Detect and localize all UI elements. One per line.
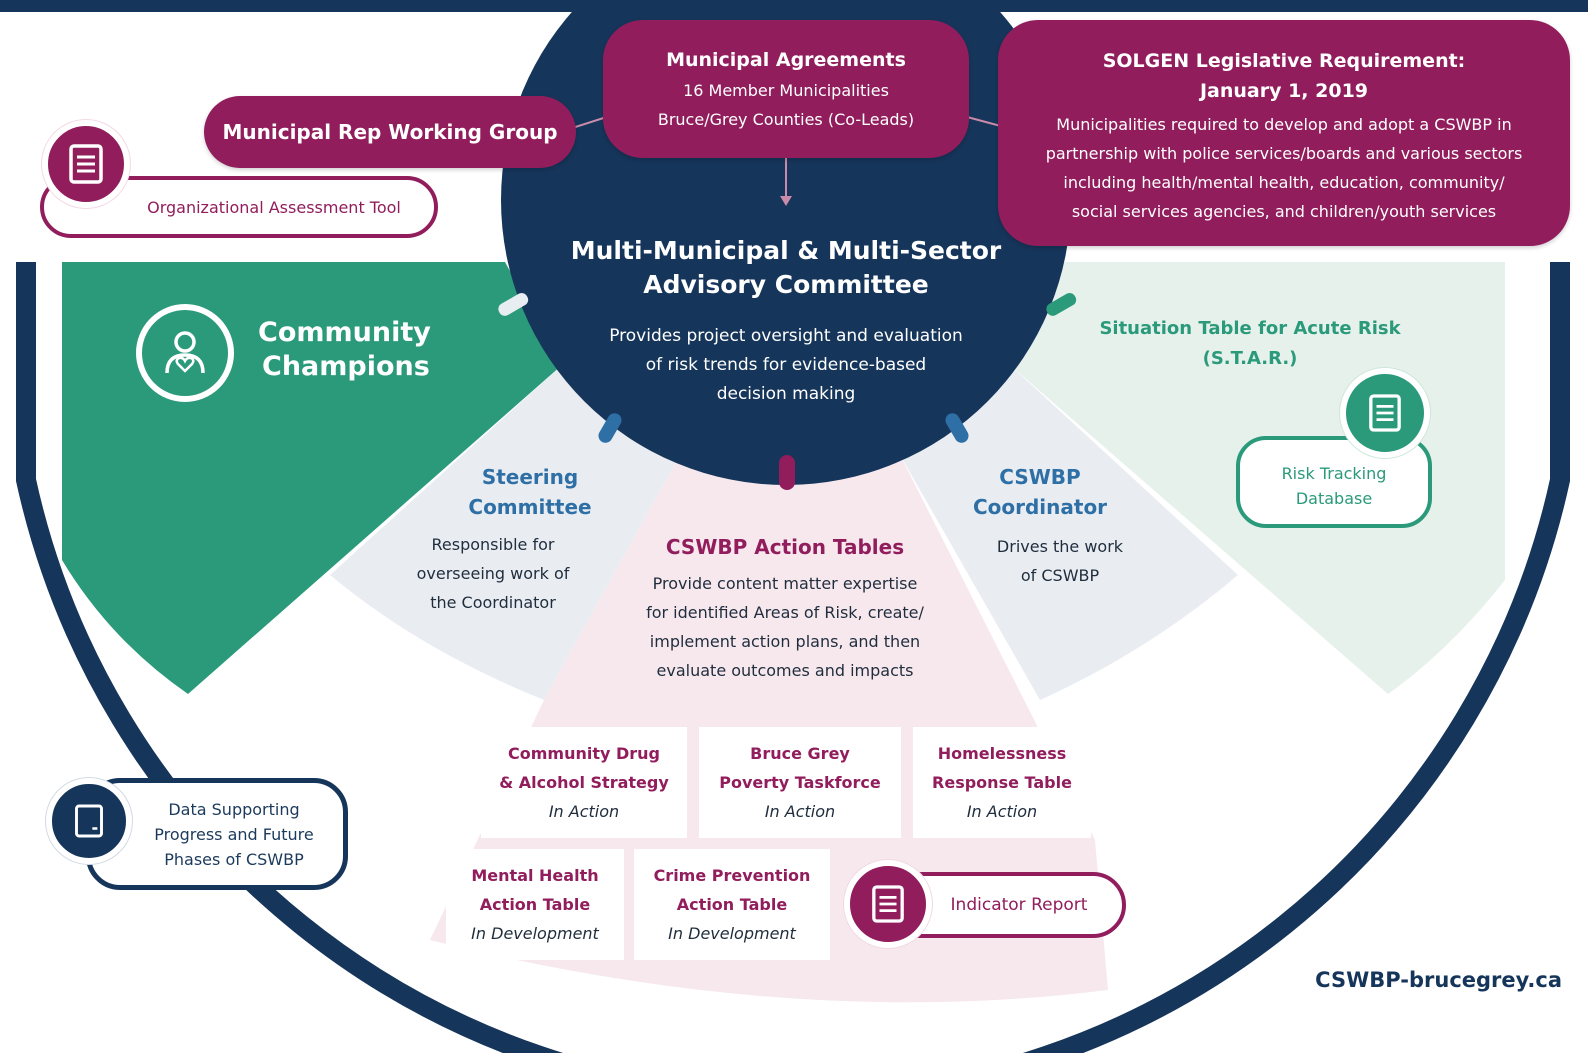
advisory-title-1: Multi-Municipal & Multi-Sector: [570, 236, 1002, 265]
table-status: In Development: [668, 924, 796, 943]
data-supporting-line-1: Data Supporting: [168, 799, 300, 819]
table-title-1: Community Drug: [507, 744, 660, 763]
municipal-agreements-line1: 16 Member Municipalities: [683, 81, 889, 100]
advisory-desc-3: decision making: [716, 384, 856, 404]
municipal-agreements-title: Municipal Agreements: [666, 49, 906, 71]
advisory-title-2: Advisory Committee: [643, 270, 929, 299]
coordinator-desc-1: Drives the work: [996, 537, 1124, 556]
coordinator-title-1: CSWBP: [999, 465, 1081, 489]
action-desc-1: Provide content matter expertise: [652, 574, 918, 593]
star-title-2: (S.T.A.R.): [1202, 348, 1298, 369]
risk-db-line-2: Database: [1295, 489, 1373, 508]
champions-icon-circle: [136, 304, 234, 402]
star-title-1: Situation Table for Acute Risk: [1099, 318, 1401, 339]
segment-steering: [330, 365, 680, 700]
document-icon: [872, 885, 904, 923]
table-status: In Action: [764, 802, 836, 821]
solgen-body-1: Municipalities required to develop and a…: [1056, 115, 1512, 134]
table-title-2: Poverty Taskforce: [719, 773, 881, 792]
document-icon: [1369, 394, 1401, 432]
table-title-1: Crime Prevention: [653, 866, 811, 885]
data-supporting-line-2: Progress and Future: [154, 824, 314, 844]
risk-db-icon-circle: [1340, 368, 1430, 458]
solgen-box: SOLGEN Legislative Requirement: January …: [998, 20, 1570, 246]
steering-desc-2: overseeing work of: [416, 564, 570, 583]
document-icon: [69, 144, 103, 184]
solgen-body-4: social services agencies, and children/y…: [1071, 202, 1497, 221]
table-status: In Action: [548, 802, 620, 821]
steering-desc-1: Responsible for: [431, 535, 555, 554]
solgen-body-3: including health/mental health, educatio…: [1063, 173, 1505, 192]
municipal-rep-box: Municipal Rep Working Group: [204, 96, 576, 168]
solgen-title-2: January 1, 2019: [1199, 80, 1369, 102]
table-title-1: Bruce Grey: [750, 744, 850, 763]
table-title-2: Response Table: [932, 773, 1072, 792]
heart-person-icon: [165, 331, 205, 374]
outer-ring: [16, 262, 1570, 1053]
advisory-desc-2: of risk trends for evidence-based: [645, 355, 927, 375]
tab-action: [779, 455, 795, 490]
table-title-1: Mental Health: [471, 866, 599, 885]
action-desc-2: for identified Areas of Risk, create/: [646, 603, 924, 622]
advisory-desc-1: Provides project oversight and evaluatio…: [609, 326, 963, 346]
table-box-homelessness: Homelessness Response Table In Action: [913, 727, 1091, 838]
tab-steering: [598, 413, 622, 443]
champions-line-2: Champions: [262, 351, 430, 382]
document-icon: [75, 804, 103, 838]
coordinator-title-2: Coordinator: [972, 495, 1108, 519]
table-box-drug-alcohol: Community Drug & Alcohol Strategy In Act…: [481, 727, 687, 838]
municipal-rep-label: Municipal Rep Working Group: [222, 120, 558, 144]
action-desc-4: evaluate outcomes and impacts: [656, 661, 914, 680]
org-tool-label: Organizational Assessment Tool: [147, 197, 401, 217]
municipal-agreements-box: Municipal Agreements 16 Member Municipal…: [603, 20, 969, 158]
solgen-body-2: partnership with police services/boards …: [1045, 144, 1523, 163]
table-title-2: Action Table: [676, 895, 788, 914]
data-supporting-line-3: Phases of CSWBP: [164, 849, 304, 869]
website-label: CSWBP-brucegrey.ca: [1315, 968, 1562, 992]
data-supporting-icon-circle: [46, 778, 132, 864]
solgen-title-1: SOLGEN Legislative Requirement:: [1102, 50, 1466, 72]
coordinator-desc-2: of CSWBP: [1020, 566, 1100, 585]
tab-right: [1046, 293, 1077, 316]
tab-left: [498, 293, 529, 316]
table-title-2: & Alcohol Strategy: [499, 773, 669, 792]
org-tool-icon-circle: [42, 120, 130, 208]
steering-title-1: Steering: [481, 465, 579, 489]
table-status: In Action: [966, 802, 1038, 821]
steering-title-2: Committee: [468, 495, 592, 519]
tab-coordinator: [945, 413, 969, 443]
steering-desc-3: the Coordinator: [430, 593, 556, 612]
action-title: CSWBP Action Tables: [665, 535, 905, 559]
action-desc-3: implement action plans, and then: [649, 632, 921, 651]
table-title-2: Action Table: [479, 895, 591, 914]
table-box-mental-health: Mental Health Action Table In Developmen…: [446, 849, 624, 960]
table-status: In Development: [471, 924, 599, 943]
municipal-agreements-line2: Bruce/Grey Counties (Co-Leads): [657, 110, 915, 129]
table-title-1: Homelessness: [937, 744, 1067, 763]
indicator-icon-circle: [844, 860, 932, 948]
champions-line-1: Community: [258, 317, 431, 348]
risk-db-line-1: Risk Tracking: [1281, 464, 1387, 483]
segment-coordinator: [900, 365, 1238, 700]
table-box-crime-prevention: Crime Prevention Action Table In Develop…: [634, 849, 830, 960]
org-tool-pill: Organizational Assessment Tool: [40, 176, 438, 238]
table-box-poverty: Bruce Grey Poverty Taskforce In Action: [699, 727, 901, 838]
indicator-report-label: Indicator Report: [950, 895, 1088, 915]
